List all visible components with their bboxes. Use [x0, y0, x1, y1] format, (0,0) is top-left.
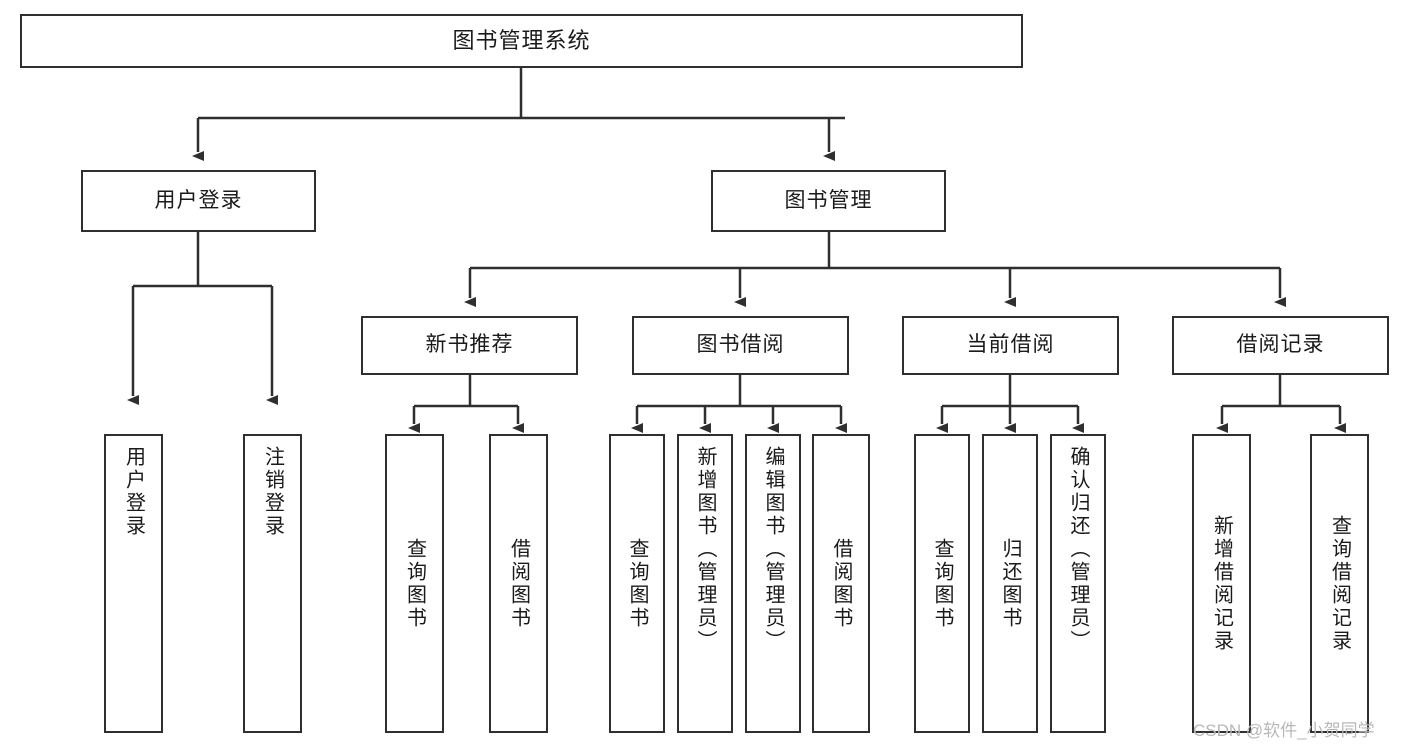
node-user-login[interactable]: 用户登录 — [81, 170, 316, 232]
leaf-query-book-1-label: 查询图书 — [403, 537, 426, 630]
leaf-add-book-label: 新增图书（管理员） — [694, 446, 716, 653]
leaf-return-book[interactable]: 归还图书 — [982, 434, 1038, 733]
leaf-query-book-1[interactable]: 查询图书 — [385, 434, 444, 733]
leaf-add-record-label: 新增借阅记录 — [1210, 514, 1233, 653]
node-book-borrow-label: 图书借阅 — [696, 333, 785, 357]
leaf-borrow-book-1[interactable]: 借阅图书 — [489, 434, 548, 733]
node-root[interactable]: 图书管理系统 — [20, 14, 1023, 68]
leaf-query-book-3[interactable]: 查询图书 — [914, 434, 970, 733]
leaf-confirm-return-label: 确认归还（管理员） — [1067, 446, 1089, 653]
leaf-query-book-2[interactable]: 查询图书 — [609, 434, 665, 733]
node-new-book-rec[interactable]: 新书推荐 — [361, 316, 578, 375]
leaf-confirm-return[interactable]: 确认归还（管理员） — [1050, 434, 1106, 733]
node-root-label: 图书管理系统 — [452, 28, 591, 54]
node-book-borrow[interactable]: 图书借阅 — [632, 316, 849, 375]
leaf-user-login[interactable]: 用户登录 — [104, 434, 163, 733]
node-book-manage[interactable]: 图书管理 — [711, 170, 946, 232]
csdn-watermark: CSDN @软件_小贺同学 — [1193, 721, 1375, 740]
leaf-add-record[interactable]: 新增借阅记录 — [1192, 434, 1251, 733]
leaf-return-book-label: 归还图书 — [999, 537, 1021, 630]
leaf-query-record-label: 查询借阅记录 — [1328, 514, 1351, 653]
node-user-login-label: 用户登录 — [154, 188, 243, 212]
node-borrow-record[interactable]: 借阅记录 — [1172, 316, 1389, 375]
leaf-query-book-2-label: 查询图书 — [626, 537, 648, 630]
leaf-query-book-3-label: 查询图书 — [931, 537, 953, 630]
leaf-user-logout-label: 注销登录 — [261, 446, 284, 538]
node-borrow-record-label: 借阅记录 — [1236, 333, 1325, 357]
node-new-book-rec-label: 新书推荐 — [425, 333, 514, 357]
node-current-borrow[interactable]: 当前借阅 — [902, 316, 1119, 375]
node-book-manage-label: 图书管理 — [784, 188, 873, 212]
leaf-user-login-label: 用户登录 — [122, 446, 145, 538]
leaf-edit-book[interactable]: 编辑图书（管理员） — [745, 434, 801, 733]
leaf-edit-book-label: 编辑图书（管理员） — [762, 446, 784, 653]
leaf-borrow-book-2-label: 借阅图书 — [830, 537, 852, 630]
leaf-borrow-book-2[interactable]: 借阅图书 — [812, 434, 870, 733]
leaf-user-logout[interactable]: 注销登录 — [243, 434, 302, 733]
leaf-borrow-book-1-label: 借阅图书 — [507, 537, 530, 630]
node-current-borrow-label: 当前借阅 — [966, 333, 1055, 357]
leaf-query-record[interactable]: 查询借阅记录 — [1310, 434, 1369, 733]
leaf-add-book[interactable]: 新增图书（管理员） — [677, 434, 733, 733]
